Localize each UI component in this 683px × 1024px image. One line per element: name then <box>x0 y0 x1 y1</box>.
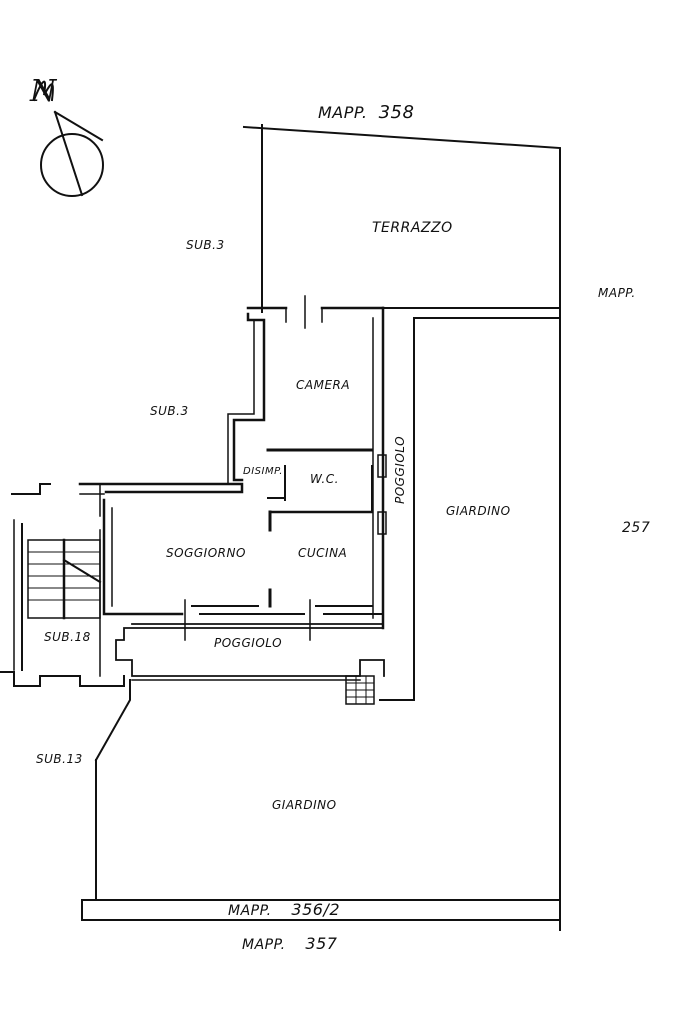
giardino-bottom-label: GIARDINO <box>272 798 337 812</box>
poggiolo-label: POGGIOLO <box>214 636 283 650</box>
cucina-label: CUCINA <box>298 546 348 560</box>
soggiorno-label: SOGGIORNO <box>166 546 246 560</box>
compass-letter: N <box>30 74 57 109</box>
north-arrow-icon <box>32 80 104 197</box>
wc-label: W.C. <box>310 472 339 486</box>
mapp-358-label: MAPP. 358 <box>318 102 415 123</box>
number-257-label: 257 <box>622 520 651 536</box>
disimp-label: DISIMP. <box>243 466 283 477</box>
sub3-mid-label: SUB.3 <box>150 404 189 418</box>
sub13-label: SUB.13 <box>36 752 83 766</box>
giardino-right-label: GIARDINO <box>446 504 511 518</box>
lot-boundary <box>81 124 561 931</box>
camera-label: CAMERA <box>296 378 351 392</box>
mapp-3562-label: MAPP. 356/2 <box>228 900 340 919</box>
poggiolo-vertical-label: POGGIOLO <box>393 435 407 504</box>
sub18-label: SUB.18 <box>44 630 91 644</box>
terrazzo-label: TERRAZZO <box>372 220 453 236</box>
sub3-top-label: SUB.3 <box>186 238 225 252</box>
mapp-357-label: MAPP. 357 <box>242 934 338 953</box>
apartment-walls <box>0 295 387 705</box>
mapp-right-label: MAPP. <box>598 286 636 300</box>
